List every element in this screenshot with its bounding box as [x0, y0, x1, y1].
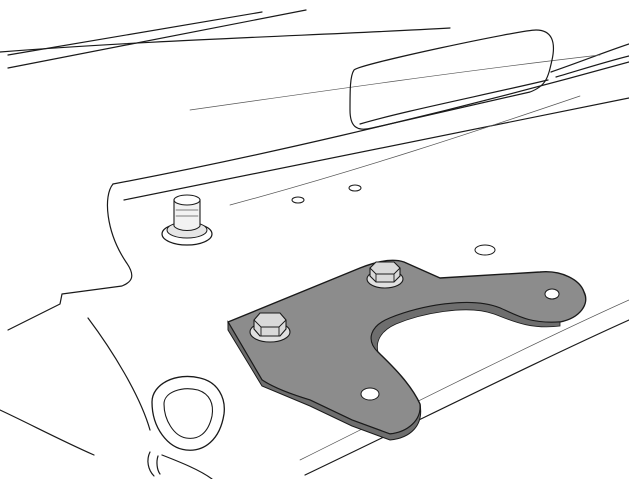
tray-outline — [0, 27, 629, 479]
tie-down-loop — [147, 375, 225, 477]
handle-slot — [349, 29, 555, 130]
tray-holes — [291, 184, 496, 256]
hex-bolt — [249, 312, 291, 343]
hex-bolt — [366, 261, 404, 289]
bracket-hole — [544, 288, 560, 300]
threaded-stud — [161, 194, 213, 246]
tray-hole — [474, 244, 496, 256]
bracket-hole — [360, 387, 380, 401]
upper-panel-edge — [7, 9, 307, 69]
tray-hole — [291, 196, 305, 204]
tray-hole — [348, 184, 362, 192]
mounting-bracket — [227, 259, 587, 441]
